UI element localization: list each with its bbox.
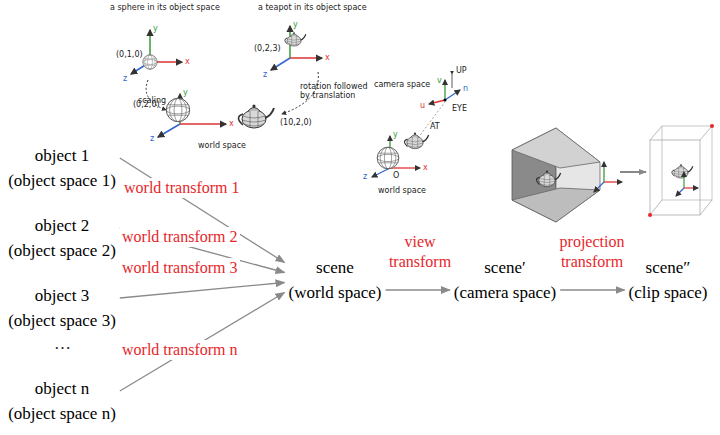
cube-back <box>662 126 712 200</box>
illustration-label: a teapot in its object space <box>258 3 367 12</box>
up-vector <box>452 74 453 88</box>
illustration-label: UP <box>456 66 467 75</box>
node-subtitle: (object space 1) <box>8 168 116 193</box>
x-axis <box>180 123 226 125</box>
frustum-bottom <box>512 188 600 222</box>
edge-label: view transform <box>378 232 462 272</box>
world-space <box>158 94 274 137</box>
illustration-label: (0,1,0) <box>116 50 143 59</box>
node-subtitle: (object space 3) <box>8 308 116 333</box>
eye-point <box>444 99 447 102</box>
axis-label: y <box>293 20 298 29</box>
node-title: object n <box>8 376 116 401</box>
stage-node: object 1(object space 1) <box>6 143 118 193</box>
sphere <box>377 147 399 169</box>
transform-arrow <box>620 171 646 173</box>
camera-illustration <box>372 74 460 177</box>
axis-label: x <box>185 57 190 66</box>
teapot <box>285 32 306 46</box>
teapot <box>536 171 560 187</box>
z-axis <box>594 182 604 192</box>
stage-node: object 2(object space 2) <box>6 213 118 263</box>
sphere <box>166 98 189 121</box>
node-subtitle: (object space 2) <box>8 238 116 263</box>
cube-edges <box>650 126 712 215</box>
corner-dot <box>710 124 714 128</box>
illustration-label: (0,2,0) <box>133 100 160 109</box>
illustration-label: O <box>393 171 399 180</box>
x-axis <box>604 181 622 182</box>
illustration-label: AT <box>430 122 440 131</box>
illustration-label: EYE <box>452 104 467 113</box>
axis-label: v <box>437 76 442 85</box>
connector-arrow <box>120 158 285 263</box>
edge-label: projection transform <box>542 232 642 272</box>
node-title: object 2 <box>8 213 116 238</box>
node-title: object 1 <box>8 143 116 168</box>
node-subtitle: (object space n) <box>8 401 116 426</box>
z-axis <box>372 168 390 177</box>
node-title: scene <box>289 255 382 280</box>
view-direction <box>418 102 445 138</box>
ellipsis: … <box>54 334 71 354</box>
edge-label: world transform n <box>120 340 240 360</box>
axis-label: y <box>153 24 158 33</box>
illustration-label: world space <box>378 186 426 195</box>
cube-front <box>650 140 700 215</box>
axis-label: z <box>123 74 127 83</box>
axis-label: u <box>420 101 425 110</box>
axis-label: n <box>463 84 468 93</box>
axis-label: z <box>363 172 367 181</box>
stage-node: object n(object space n) <box>6 376 118 426</box>
connector-arrow <box>120 293 285 392</box>
illustration-label: camera space <box>374 80 430 89</box>
illustration-label: (0,2,3) <box>254 44 281 53</box>
edge-label: world transform 2 <box>120 227 240 247</box>
node-subtitle: (camera space) <box>454 280 556 305</box>
axis-label: z <box>150 134 154 143</box>
edge-label: world transform 3 <box>120 258 240 278</box>
x-axis <box>290 57 322 59</box>
axis-label: y <box>393 130 398 139</box>
edge-label: world transform 1 <box>122 178 242 198</box>
axis-label: x <box>229 119 234 128</box>
teapot <box>672 164 693 178</box>
connector-arrow <box>386 289 450 290</box>
z-axis <box>676 188 684 196</box>
axis-label: x <box>325 53 330 62</box>
u-axis <box>429 100 445 104</box>
illustration-label: world space <box>198 141 246 150</box>
frustum-top <box>512 128 600 168</box>
teapot <box>404 133 428 149</box>
illustration-label: a sphere in its object space <box>110 3 220 12</box>
stage-node: scene(world space) <box>287 255 384 305</box>
illustration-label: (10,2,0) <box>280 118 312 127</box>
x-axis <box>390 167 420 168</box>
connector-arrow <box>560 289 624 290</box>
connector-arrow <box>120 283 285 299</box>
y-axis <box>683 172 684 188</box>
y-axis <box>603 162 604 182</box>
node-subtitle: (world space) <box>289 280 382 305</box>
axis-label: z <box>263 70 267 79</box>
axis-label: y <box>183 88 188 97</box>
x-axis <box>684 187 698 188</box>
sphere <box>143 55 157 69</box>
axis-label: x <box>423 163 428 172</box>
node-title: object 3 <box>8 283 116 308</box>
node-subtitle: (clip space) <box>629 280 708 305</box>
n-axis <box>445 90 460 100</box>
v-axis <box>444 80 445 100</box>
stage-node: object 3(object space 3) <box>6 283 118 333</box>
teapot <box>239 104 275 128</box>
node-title: scene′ <box>454 255 556 280</box>
z-axis <box>158 124 180 137</box>
z-axis <box>271 58 290 70</box>
corner-dot <box>648 213 652 217</box>
illustration-label: rotation followed by translation <box>300 82 372 100</box>
frustum-illustration <box>512 124 714 222</box>
